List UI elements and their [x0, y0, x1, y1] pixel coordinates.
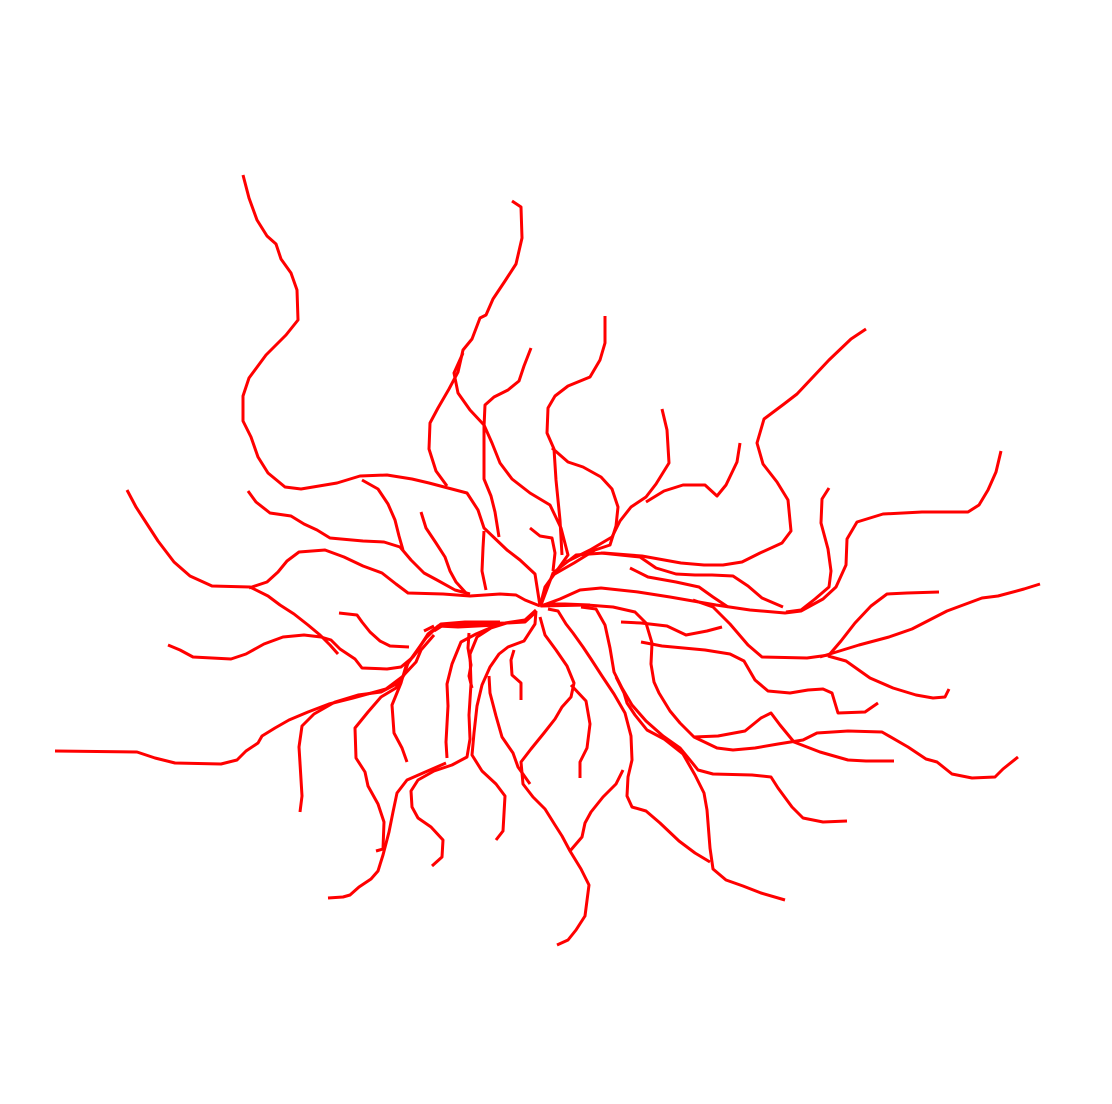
- branch: [819, 582, 1041, 659]
- branch: [580, 605, 848, 824]
- branch: [125, 489, 340, 655]
- branch: [568, 769, 625, 852]
- branch: [785, 487, 833, 614]
- branch: [466, 632, 474, 689]
- branch: [540, 603, 1019, 780]
- branch: [539, 327, 867, 606]
- branch: [327, 761, 447, 900]
- branch: [338, 611, 410, 649]
- branch: [620, 620, 723, 637]
- branch: [600, 551, 784, 609]
- branch: [569, 683, 592, 778]
- branch: [614, 676, 786, 902]
- branch-group: [54, 174, 1041, 947]
- branch: [645, 442, 742, 504]
- branch: [565, 408, 671, 564]
- branch: [470, 610, 538, 841]
- branch: [297, 679, 403, 813]
- branch: [427, 199, 524, 487]
- branch: [419, 511, 468, 595]
- branch: [547, 607, 711, 864]
- branch: [246, 490, 471, 596]
- branch: [167, 633, 422, 671]
- branch: [539, 602, 591, 608]
- branch: [54, 634, 436, 766]
- branch: [540, 450, 1003, 615]
- branch: [519, 616, 591, 947]
- branch: [551, 446, 620, 577]
- branch: [452, 352, 570, 607]
- branch: [487, 675, 532, 785]
- branch: [629, 566, 729, 609]
- branch: [480, 530, 488, 591]
- branch: [361, 478, 405, 551]
- branch: [423, 624, 435, 633]
- branch: [529, 526, 557, 572]
- branch: [482, 347, 533, 538]
- branch: [241, 174, 542, 607]
- branch: [433, 608, 538, 633]
- branch: [444, 623, 498, 759]
- branch: [509, 649, 523, 700]
- branch: [640, 640, 879, 715]
- branch: [353, 623, 498, 853]
- branch: [545, 316, 607, 556]
- branch: [827, 654, 951, 700]
- branch: [248, 548, 541, 608]
- branch: [693, 711, 894, 763]
